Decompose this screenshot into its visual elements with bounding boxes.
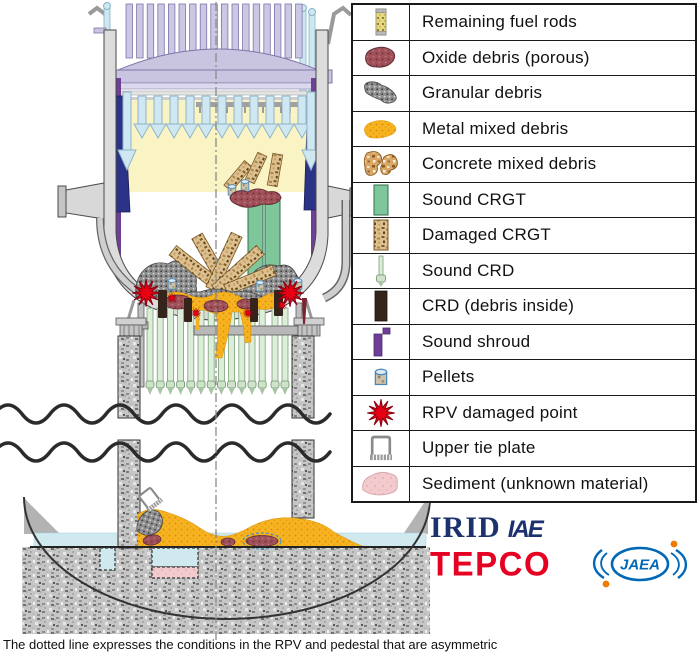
- iae-logo: IAE: [507, 516, 544, 543]
- legend-row: Remaining fuel rods: [353, 5, 695, 41]
- legend-row: Sound CRD: [353, 253, 695, 289]
- jaea-logo: JAEA: [592, 540, 688, 588]
- reactor-diagram: [0, 2, 431, 640]
- oxide-debris-icon: [365, 46, 396, 68]
- legend-panel: Remaining fuel rods Oxide debris (porous…: [351, 3, 697, 503]
- tepco-logo: TEPCO: [430, 543, 552, 583]
- legend-label: Upper tie plate: [422, 438, 536, 458]
- legend-label: Metal mixed debris: [422, 118, 569, 138]
- legend-row: Sound CRGT: [353, 182, 695, 218]
- jaea-orange-dot-bottom: [602, 580, 610, 588]
- legend-label: Sound CRGT: [422, 189, 527, 209]
- rpv-nozzle-left: [57, 182, 105, 220]
- debris-pile: [131, 231, 307, 359]
- caption: The dotted line expresses the conditions…: [3, 637, 498, 652]
- pellets-icon: [374, 368, 388, 386]
- rpv-damaged-point-icon: [366, 398, 396, 428]
- fuel-debris-pool: [136, 485, 389, 550]
- legend-label: Granular debris: [422, 83, 543, 103]
- legend-row: Damaged CRGT: [353, 218, 695, 254]
- granular-debris-icon: [364, 81, 397, 104]
- crd-debris-inside-icon: [374, 290, 388, 322]
- legend-row: Concrete mixed debris: [353, 147, 695, 183]
- break-wave-lines: [0, 403, 332, 463]
- pedestal-wall-right-upper: [291, 335, 315, 419]
- legend-row: Sound shroud: [353, 324, 695, 360]
- pedestal-wall-left-upper: [117, 335, 141, 419]
- steam-dryer-fins: [125, 3, 303, 59]
- legend-label: Remaining fuel rods: [422, 12, 577, 32]
- legend-label: CRD (debris inside): [422, 296, 575, 316]
- legend-row: Upper tie plate: [353, 431, 695, 467]
- legend-label: Sound CRD: [422, 260, 515, 280]
- legend-row: Metal mixed debris: [353, 111, 695, 147]
- legend-label: Damaged CRGT: [422, 225, 551, 245]
- concrete-debris-icon: [363, 151, 398, 177]
- sound-shroud-icon: [373, 327, 391, 357]
- legend-row: Oxide debris (porous): [353, 40, 695, 76]
- legend-label: Sound shroud: [422, 331, 531, 351]
- legend-label: Concrete mixed debris: [422, 154, 597, 174]
- metal-debris-icon: [364, 119, 397, 139]
- containment-bowl: [22, 497, 430, 634]
- jaea-logo-text: JAEA: [620, 557, 660, 574]
- logos: IRID IAE TEPCO: [430, 511, 552, 583]
- legend-row: Pellets: [353, 360, 695, 396]
- fuel-rod-icon: [375, 8, 387, 36]
- upper-tie-plate-icon: [368, 435, 394, 462]
- sound-crgt-icon: [373, 184, 389, 216]
- flow-arrows: [117, 91, 321, 172]
- upper-debris: [223, 151, 284, 208]
- sound-crd-icon: [376, 255, 386, 287]
- irid-logo: IRID: [430, 511, 501, 544]
- legend-label: Pellets: [422, 367, 475, 387]
- sumps: [99, 547, 199, 579]
- damaged-crgt-icon: [373, 219, 389, 251]
- legend-label: Sediment (unknown material): [422, 473, 649, 493]
- crd-array: [125, 302, 303, 395]
- legend-label: RPV damaged point: [422, 402, 578, 422]
- jaea-orange-dot-top: [670, 540, 678, 548]
- legend-row: CRD (debris inside): [353, 289, 695, 325]
- sediment-icon: [362, 471, 398, 496]
- sediment-layer: [151, 566, 199, 579]
- legend-label: Oxide debris (porous): [422, 47, 590, 67]
- external-pipes: [96, 200, 351, 303]
- legend-row: RPV damaged point: [353, 395, 695, 431]
- legend-row: Granular debris: [353, 76, 695, 112]
- legend-row: Sediment (unknown material): [353, 466, 695, 501]
- bowl-arc: [23, 496, 431, 620]
